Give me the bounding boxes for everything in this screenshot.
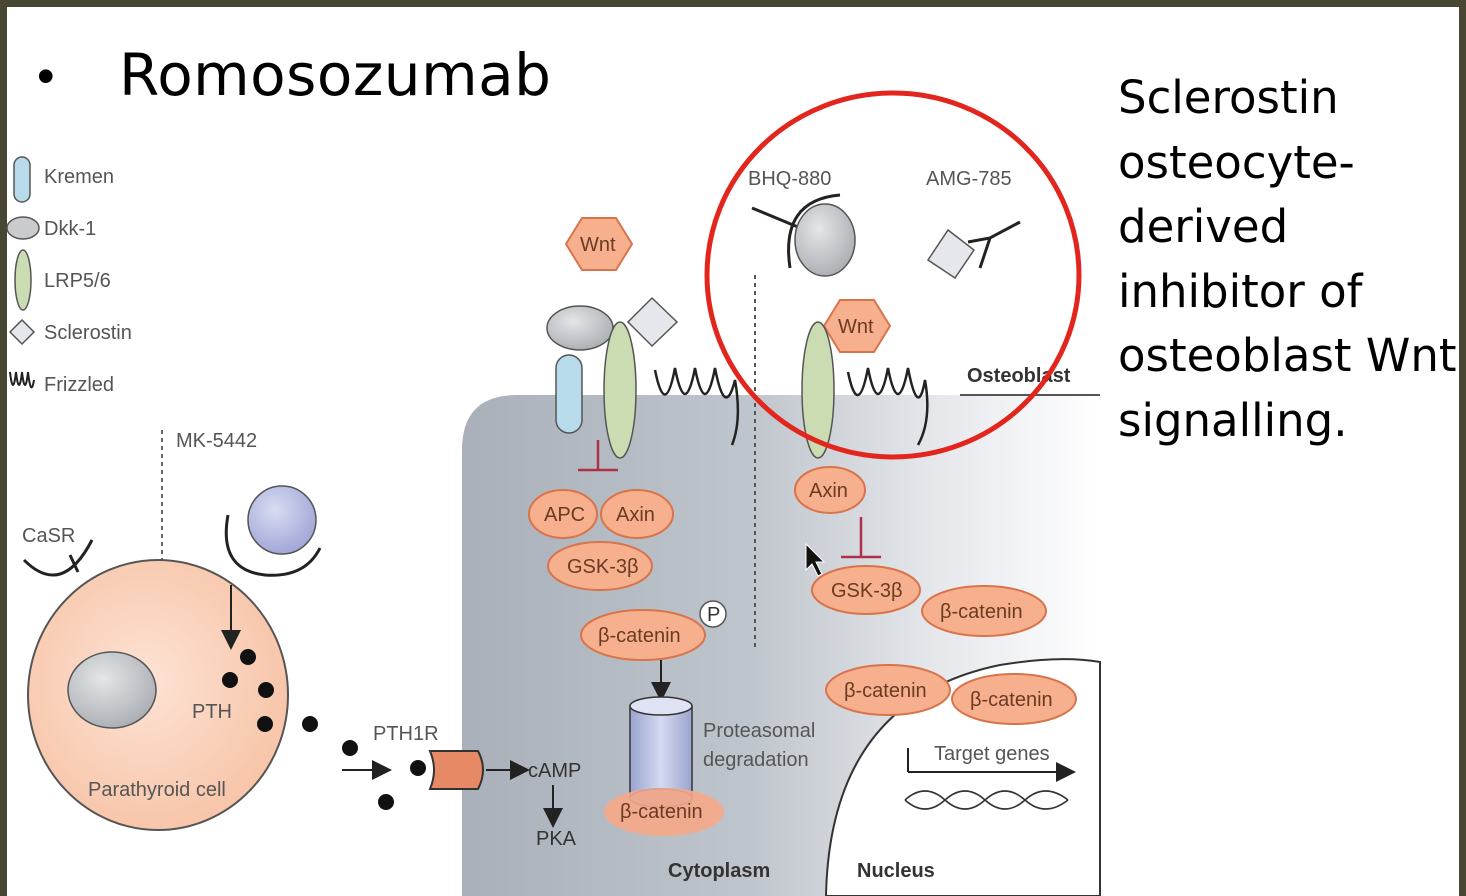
casr-receptor-right (224, 514, 322, 577)
apc-label: APC (544, 504, 585, 526)
slide-title: Romosozumab (119, 41, 552, 109)
nucleus-label: Nucleus (857, 860, 935, 882)
dkk1-left (546, 305, 614, 351)
pth-label: PTH (192, 701, 232, 723)
parathyroid-nucleus (67, 651, 157, 729)
bcat-degraded-oval (604, 788, 724, 836)
pth-particles (222, 649, 426, 810)
wnt-left-hexagon (564, 217, 634, 271)
side-text-line: Sclerostin (1118, 71, 1339, 124)
proteasomal-label: Proteasomal (703, 720, 815, 742)
side-text-line: signalling. (1118, 393, 1348, 447)
amg785-label: AMG-785 (926, 168, 1012, 190)
sclerostin-right (926, 228, 976, 280)
camp-label: cAMP (528, 760, 581, 782)
target-genes-label: Target genes (934, 743, 1050, 765)
phospho-label: P (707, 604, 720, 626)
side-text-line: inhibitor of (1118, 264, 1363, 318)
slide-side-text: Sclerostin osteocyte- derived inhibitor … (1118, 66, 1463, 453)
target-genes-arrow (907, 748, 1066, 772)
bcat-nuc2-label: β-catenin (970, 689, 1053, 711)
legend-kremen-label: Kremen (44, 166, 114, 188)
side-text-line: osteoblast Wnt (1118, 329, 1457, 382)
highlight-circle (704, 90, 1082, 460)
gsk-left-label: GSK-3β (567, 556, 639, 578)
wnt-left-label: Wnt (580, 234, 616, 256)
frizzled-left (653, 367, 740, 446)
bcat-nuc2-oval (951, 673, 1077, 725)
dkk1-legend-icon (6, 216, 40, 240)
parathyroid-cell-label: Parathyroid cell (88, 779, 226, 801)
frizzled-legend-icon (9, 371, 35, 389)
axin-left-oval (600, 489, 674, 539)
frizzled-right (846, 367, 929, 446)
parathyroid-cell (27, 559, 289, 831)
dkk1-right (794, 203, 856, 277)
gsk-right-oval (811, 565, 921, 615)
legend-lrp-label: LRP5/6 (44, 270, 111, 292)
legend-dkk1-label: Dkk-1 (44, 218, 96, 240)
kremen-legend-icon (13, 156, 31, 203)
calcimimetic-ball (247, 485, 317, 555)
degradation-label: degradation (703, 749, 809, 771)
bhq880-label: BHQ-880 (748, 168, 831, 190)
legend: Kremen Dkk-1 LRP5/6 Sclerostin Frizzled (6, 156, 132, 396)
wnt-right-label: Wnt (838, 316, 874, 338)
amg785-antibody (967, 220, 1021, 269)
inhibition-bar-left (578, 440, 618, 472)
bullet-point: • (37, 48, 55, 104)
bcat-phospho-label: β-catenin (598, 625, 681, 647)
apc-oval (528, 489, 598, 539)
casr-receptor (22, 539, 94, 577)
pka-label: PKA (536, 828, 577, 850)
kremen-left (555, 354, 583, 434)
lrp-right (801, 321, 835, 459)
bcat-free-oval (921, 585, 1047, 637)
mk5442-label: MK-5442 (176, 430, 257, 452)
bcat-nuc1-label: β-catenin (844, 680, 927, 702)
axin-right-oval (794, 466, 866, 514)
sclerostin-left (626, 296, 679, 348)
bcat-phospho-oval (580, 609, 706, 661)
bcat-free-label: β-catenin (940, 601, 1023, 623)
phospho-circle (699, 600, 727, 628)
sclerostin-legend-icon (8, 318, 36, 346)
inhibition-bar-right (841, 517, 881, 559)
legend-frizzled-label: Frizzled (44, 374, 114, 396)
gsk-left-oval (547, 541, 653, 591)
casr-label: CaSR (22, 525, 75, 547)
lrp-left (603, 321, 637, 459)
axin-left-label: Axin (616, 504, 655, 526)
gsk-right-label: GSK-3β (831, 580, 903, 602)
axin-right-label: Axin (809, 480, 848, 502)
cytoplasm-label: Cytoplasm (668, 860, 770, 882)
dna-helix-icon (904, 790, 1069, 810)
mouse-cursor-icon (805, 542, 826, 577)
legend-sclerostin-label: Sclerostin (44, 322, 132, 344)
side-text-line: osteocyte- (1118, 135, 1355, 189)
bcat-nuc1-oval (825, 664, 951, 716)
pth1r-label: PTH1R (373, 723, 439, 745)
bcat-degraded-label: β-catenin (620, 801, 703, 823)
pth1r-receptor (428, 750, 484, 790)
lrp-legend-icon (14, 249, 32, 311)
side-text-line: derived (1118, 200, 1289, 253)
